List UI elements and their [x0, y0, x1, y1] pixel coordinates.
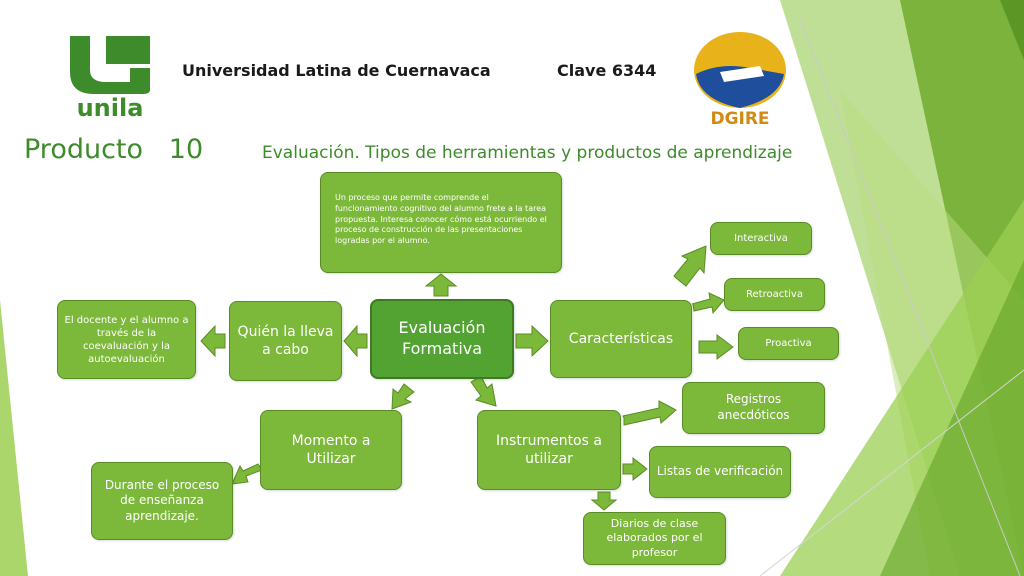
university-name: Universidad Latina de Cuernavaca: [182, 61, 491, 80]
dgire-logo: DGIRE: [694, 32, 786, 128]
who-answer-node: El docente y el alumno a través de la co…: [57, 300, 196, 379]
diarios-node: Diarios de clase elaborados por el profe…: [583, 512, 726, 565]
arrow-interactiva: [673, 245, 707, 287]
arrow-left-who: [343, 324, 368, 358]
unila-logo-text: unila: [77, 94, 144, 120]
interactiva-node: Interactiva: [710, 222, 812, 255]
arrow-left-answer: [200, 324, 226, 358]
arrow-moment-answer: [231, 463, 263, 485]
arrow-proactiva: [698, 334, 734, 360]
retroactiva-node: Retroactiva: [724, 278, 825, 311]
arrow-instruments: [470, 375, 497, 407]
page-subtitle: Evaluación. Tipos de herramientas y prod…: [262, 143, 793, 163]
definition-box: Un proceso que permite comprende el func…: [320, 172, 562, 273]
instruments-node: Instrumentos a utilizar: [477, 410, 621, 490]
center-node-evaluacion-formativa: Evaluación Formativa: [370, 299, 514, 379]
moment-node: Momento a Utilizar: [260, 410, 402, 490]
arrow-diarios: [590, 491, 618, 511]
arrow-right-characteristics: [515, 324, 549, 358]
characteristics-node: Características: [550, 300, 692, 378]
arrow-listas: [622, 456, 648, 482]
arrow-up-definition: [424, 273, 458, 297]
dgire-logo-text: DGIRE: [710, 109, 769, 128]
proactiva-node: Proactiva: [738, 327, 839, 360]
clave-label: Clave 6344: [557, 61, 657, 80]
arrow-moment: [391, 383, 415, 410]
moment-answer-node: Durante el proceso de enseñanza aprendiz…: [91, 462, 233, 540]
arrow-registros: [622, 400, 677, 426]
unila-logo: unila: [70, 36, 150, 120]
registros-node: Registros anecdóticos: [682, 382, 825, 434]
arrow-retroactiva: [691, 292, 725, 315]
who-node: Quién la lleva a cabo: [229, 301, 342, 381]
listas-node: Listas de verificación: [649, 446, 791, 498]
page-title: Producto 10: [24, 134, 204, 165]
